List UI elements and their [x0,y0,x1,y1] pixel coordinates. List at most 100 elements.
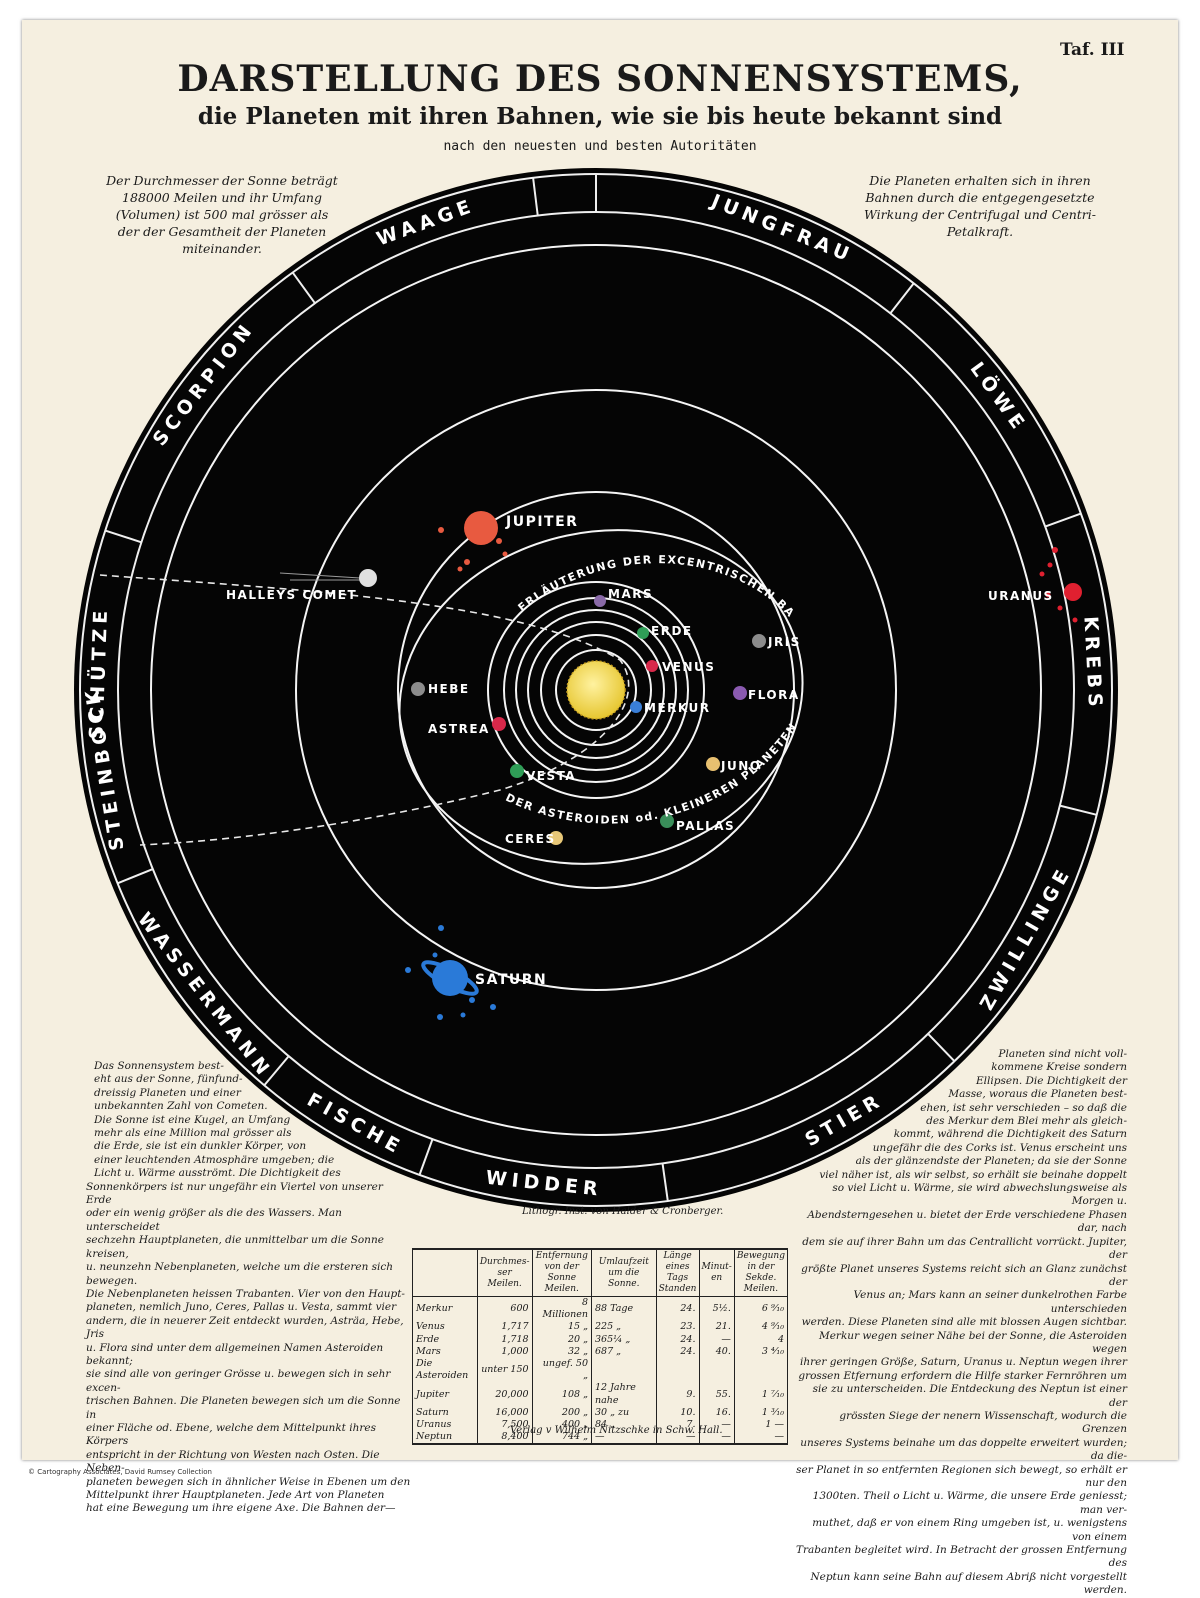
hebe-label: HEBE [428,682,470,696]
text-line: sechzehn Hauptplaneten, die unmittelbar … [86,1234,384,1260]
halleys-comet-planet [359,569,377,587]
table-cell: 108 „ [531,1382,593,1407]
note-line: Der Durchmesser der Sonne beträgt [106,173,338,188]
text-line: entspricht in der Richtung von Westen na… [86,1448,380,1475]
text-line: ser Planet in so entfernten Regionen sic… [796,1463,1127,1489]
orbit-ring-eccentric [398,529,804,865]
table-cell: 24. [655,1333,700,1346]
vesta-planet [510,764,524,778]
text-line: mehr als eine Million mal grösser als [94,1127,292,1140]
text-line: werden. Diese Planeten sind alle mit blo… [801,1316,1127,1329]
orbit-ring [515,609,677,771]
collection-credit: © Cartography Associates, David Rumsey C… [28,1468,212,1476]
moon [496,538,502,544]
hebe-planet [411,682,425,696]
merkur-planet [630,701,642,713]
comet-tail [279,572,361,579]
table-cell: 10. [655,1406,700,1420]
table-header-cell: Entfernung von der Sonne Meilen. [531,1248,593,1297]
table-cell: 1 ⁷⁄₁₀ [733,1382,789,1407]
table-cell [733,1358,789,1383]
table-cell: 24. [655,1296,700,1322]
note-line: Petalkraft. [946,224,1014,239]
text-line: Mittelpunkt ihrer Hauptplaneten. Jede Ar… [86,1489,385,1501]
table-cell: 744 „ [531,1431,593,1446]
saturn-planet [432,960,468,996]
text-line: u. neunzehn Nebenplaneten, welche um die… [86,1261,394,1287]
table-cell: 55. [698,1382,735,1407]
table-cell: — [698,1419,735,1432]
zodiac-label: KREBS [1079,616,1106,713]
note-line: Bahnen durch die entgegengesetzte [865,190,1095,205]
table-cell: 16,000 [476,1406,533,1420]
moon [437,1014,443,1020]
page-subtitle: die Planeten mit ihren Bahnen, wie sie b… [197,103,1003,130]
orbit-ring [150,244,1042,1136]
table-cell: Merkur [412,1296,478,1322]
table-cell: Die Asteroiden [412,1358,478,1383]
text-line: unseres Systems beinahe um das doppelte … [800,1436,1127,1463]
table-cell: 8 Millionen [531,1296,593,1322]
ceres-planet [549,831,563,845]
table-cell: Neptun [412,1431,478,1446]
table-cell: 6 ⁹⁄₁₀ [733,1296,789,1322]
table-cell: 365¼ „ [591,1333,657,1346]
note-line: 188000 Meilen und ihr Umfang [122,190,322,205]
text-line: Planeten sind nicht voll- [998,1048,1127,1060]
orbit-ring [295,389,897,991]
table-cell: 88 Tage [591,1296,657,1322]
table-cell [698,1358,735,1383]
mars-label: MARS [608,587,653,601]
vesta-label: VESTA [526,769,576,783]
moon [502,551,508,557]
note-line: Wirkung der Centrifugal und Centri- [863,207,1097,222]
juno-label: JUNO [720,759,761,773]
text-line: sie sind alle von geringer Grösse u. bew… [86,1368,391,1394]
moon [464,559,470,565]
table-cell: 687 „ [591,1345,657,1359]
zodiac-divider [418,1138,434,1176]
table-header-cell: Durchmes-ser Meilen. [476,1248,533,1297]
plate-number: Taf. III [1060,40,1125,60]
text-line: ihrer geringen Größe, Saturn, Uranus u. … [800,1356,1127,1369]
zodiac-divider [532,177,539,216]
publisher-imprint: Verlag v Wilhelm Nitzschke in Schw. Hall… [510,1425,723,1436]
text-line: Licht u. Wärme ausströmt. Die Dichtigkei… [94,1167,341,1180]
moon [1057,605,1063,611]
note-line: miteinander. [182,241,262,256]
text-line: Abendsterngesehen u. bietet der Erde ver… [807,1208,1127,1235]
jupiter-label: JUPITER [505,514,578,530]
text-line: dreissig Planeten und einer [94,1086,241,1099]
table-cell: 600 [476,1296,533,1322]
table-cell: Venus [412,1321,478,1334]
table-cell: 23. [655,1321,700,1334]
text-line: Venus an; Mars kann an seiner dunkelroth… [853,1289,1127,1315]
text-line: sie zu unterscheiden. Die Entdeckung des… [812,1383,1127,1409]
text-line: einer Fläche od. Ebene, welche dem Mitte… [86,1421,376,1448]
text-line: muthet, daß er von einem Ring umgeben is… [812,1517,1127,1543]
table-header-cell: Bewegung in der Sekde. Meilen. [733,1248,789,1297]
note-top-left: Der Durchmesser der Sonne beträgt 188000… [82,172,362,257]
table-cell: 20,000 [476,1382,533,1407]
note-line: Die Planeten erhalten sich in ihren [869,173,1091,188]
uranus-label: URANUS [988,589,1054,603]
text-line: größte Planet unseres Systems reicht sic… [801,1262,1127,1288]
orbit-ring [487,581,705,799]
juno-planet [706,757,720,771]
saturn-label: SATURN [475,972,547,988]
jupiter-planet [464,511,498,545]
zodiac-divider [889,282,915,314]
text-line: des Merkur dem Blei mehr als gleich- [926,1115,1127,1128]
table-cell: 12 Jahre nahe [591,1382,657,1407]
text-line: ungefähr die des Corks ist. Venus ersche… [872,1141,1127,1154]
table-cell: — [698,1431,735,1446]
moon [1039,571,1045,577]
table-cell: 30 „ zu [591,1406,657,1420]
table-cell: 40. [698,1345,735,1359]
astrea-planet [492,717,506,731]
text-line: oder ein wenig größer als die des Wasser… [86,1207,342,1233]
text-line: Die Nebenplaneten heissen Trabanten. Vie… [86,1287,405,1300]
